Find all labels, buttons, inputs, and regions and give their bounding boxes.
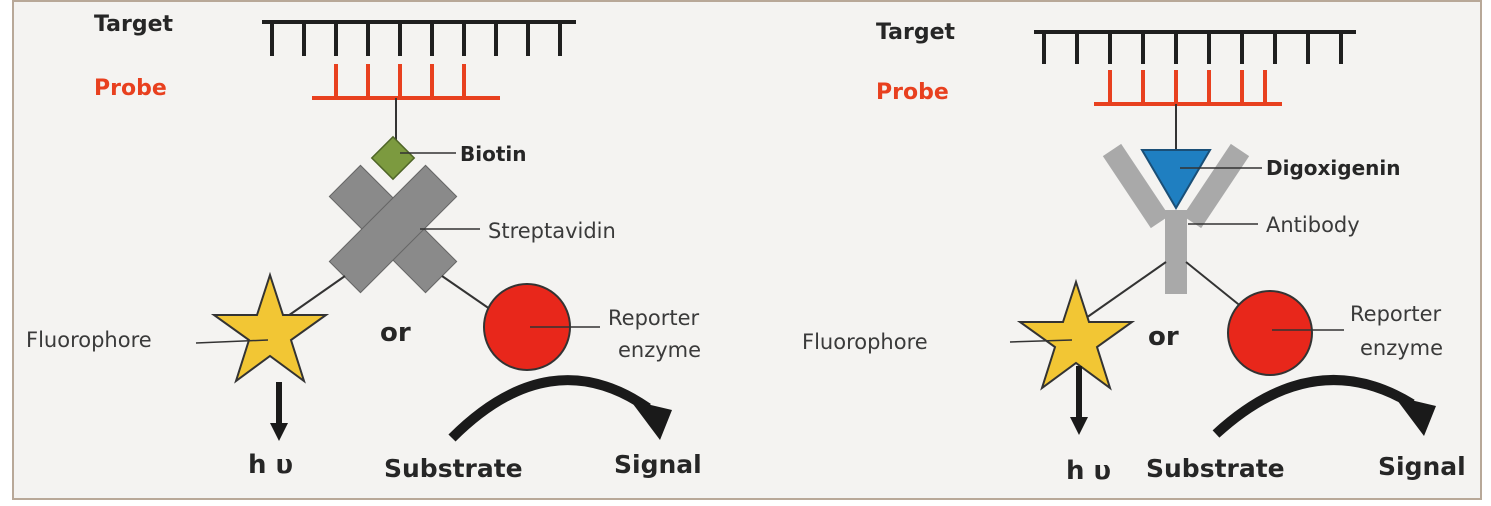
right-probe-label: Probe <box>876 80 949 105</box>
digoxigenin-shape <box>1140 149 1212 210</box>
antibody-shape <box>1102 143 1250 294</box>
right-curved-arrowhead <box>1394 396 1436 436</box>
antibody-label: Antibody <box>1266 213 1360 237</box>
right-or-label: or <box>1148 322 1179 352</box>
right-target-strand <box>1034 30 1356 64</box>
left-target-strand <box>262 20 576 56</box>
left-reporter-label-line1: Reporter <box>608 306 700 330</box>
digoxigenin-label: Digoxigenin <box>1266 156 1401 180</box>
left-fluorophore-label: Fluorophore <box>26 328 152 352</box>
biotin-label: Biotin <box>460 142 527 166</box>
left-emission-label: h υ <box>248 450 294 480</box>
left-curved-arrowhead <box>630 400 672 440</box>
left-substrate-label: Substrate <box>384 454 523 483</box>
left-fluorophore-leader-line <box>195 339 269 344</box>
left-reporter-label-line2: enzyme <box>618 338 702 362</box>
left-signal-label: Signal <box>614 450 702 479</box>
right-branch-fluorophore <box>1085 261 1167 319</box>
right-fluorophore-star <box>1016 278 1136 391</box>
left-probe-strand <box>312 64 500 100</box>
left-target-label: Target <box>94 12 174 37</box>
left-or-label: or <box>380 318 411 348</box>
right-substrate-signal-arrow <box>1212 375 1415 438</box>
left-fluorophore-star <box>210 271 330 384</box>
streptavidin-label: Streptavidin <box>488 219 616 243</box>
streptavidin-shape <box>328 164 458 294</box>
right-substrate-label: Substrate <box>1146 454 1285 483</box>
right-reporter-label-line1: Reporter <box>1350 302 1442 326</box>
right-fluorophore-leader-line <box>1009 339 1073 343</box>
left-probe-label: Probe <box>94 76 167 101</box>
right-reporter-label-line2: enzyme <box>1360 336 1444 360</box>
right-target-label: Target <box>876 20 956 45</box>
left-substrate-signal-arrow <box>448 375 651 442</box>
left-branch-fluorophore <box>284 275 346 319</box>
right-branch-enzyme <box>1185 261 1249 313</box>
right-reporter-enzyme-circle <box>1227 290 1313 376</box>
right-signal-label: Signal <box>1378 452 1466 481</box>
biotin-shape <box>370 135 416 181</box>
right-fluorophore-label: Fluorophore <box>802 330 928 354</box>
right-probe-strand <box>1094 70 1282 106</box>
right-emission-label: h υ <box>1066 456 1112 486</box>
